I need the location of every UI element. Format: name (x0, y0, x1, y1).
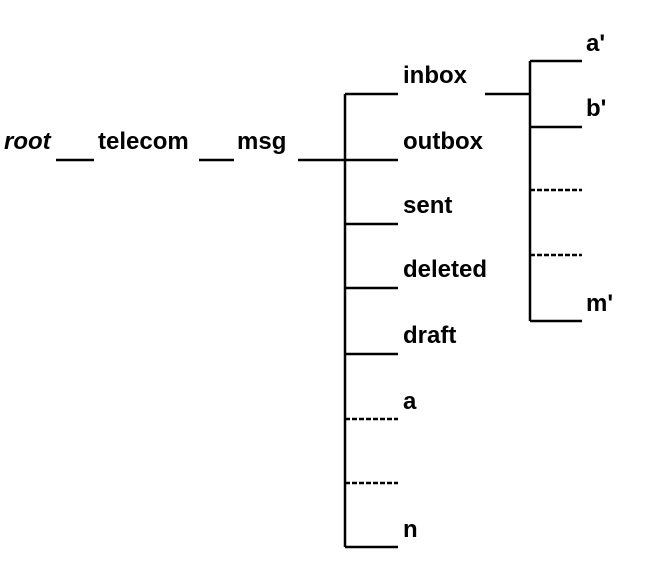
outbox-label: outbox (403, 128, 483, 155)
sent-label: sent (403, 192, 453, 219)
telecom-label: telecom (98, 128, 189, 155)
inbox-label: inbox (403, 62, 467, 89)
m-prime-label: m' (586, 290, 614, 317)
a-label: a (403, 388, 417, 415)
n-label: n (403, 516, 418, 543)
a-prime-label: a' (586, 30, 606, 57)
root-label: root (4, 128, 51, 155)
deleted-label: deleted (403, 256, 488, 283)
msg-label: msg (237, 128, 287, 155)
draft-label: draft (403, 322, 457, 349)
b-prime-label: b' (586, 95, 607, 122)
